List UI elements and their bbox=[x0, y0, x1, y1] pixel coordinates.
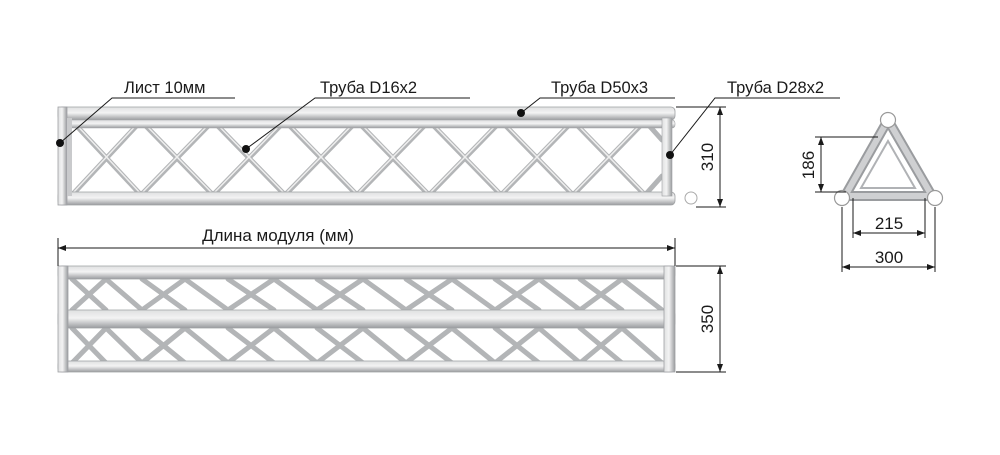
cross-section bbox=[833, 111, 944, 207]
dim-module-length: Длина модуля (мм) bbox=[202, 226, 354, 245]
label-tube-brace: Труба D16x2 bbox=[320, 79, 417, 97]
label-tube-main: Труба D50x3 bbox=[551, 79, 648, 97]
cross-section-inner bbox=[859, 138, 917, 189]
cross-section-face bbox=[842, 117, 935, 199]
dimension-lines bbox=[57, 106, 936, 373]
dot-tube-main bbox=[517, 109, 525, 117]
top-view-right-end-plate bbox=[663, 265, 676, 373]
dot-sheet bbox=[56, 139, 64, 147]
top-view-top-chord bbox=[57, 265, 676, 280]
side-view-left-end-post bbox=[67, 118, 72, 196]
leader-tube-brace bbox=[245, 97, 470, 150]
label-sheet: Лист 10мм bbox=[124, 79, 205, 97]
side-view-tube-end bbox=[684, 191, 698, 205]
side-view-top-chord bbox=[57, 106, 676, 121]
callout-leaders bbox=[59, 97, 840, 156]
cross-section-outer bbox=[840, 115, 937, 201]
side-view-left-end-plate bbox=[57, 106, 68, 206]
top-view-middle-chord bbox=[57, 309, 676, 329]
cross-section-right-tube bbox=[926, 189, 944, 207]
top-view-left-end-plate bbox=[57, 265, 69, 373]
dim-section-inner-width: 215 bbox=[875, 214, 903, 233]
leader-sheet bbox=[59, 97, 235, 144]
side-view-top-inner-chord bbox=[61, 119, 676, 129]
dim-section-outer-width: 300 bbox=[875, 248, 903, 267]
side-view-braces-highlight bbox=[71, 119, 646, 195]
label-tube-inner: Труба D28x2 bbox=[727, 79, 824, 97]
leader-tube-main bbox=[520, 97, 675, 114]
dim-section-height: 186 bbox=[799, 151, 818, 179]
dot-tube-inner bbox=[666, 151, 674, 159]
top-view-bottom-chord bbox=[57, 360, 676, 373]
callout-dots bbox=[56, 109, 674, 159]
top-view-braces-upper bbox=[69, 276, 665, 313]
side-view-bottom-chord bbox=[57, 191, 676, 206]
top-view-truss bbox=[57, 265, 676, 373]
side-view-truss bbox=[57, 106, 698, 206]
leader-tube-inner bbox=[669, 97, 840, 156]
dim-side-height: 310 bbox=[698, 143, 717, 171]
dim-top-height: 350 bbox=[698, 305, 717, 333]
cross-section-top-tube bbox=[879, 111, 897, 129]
dot-tube-brace bbox=[242, 145, 250, 153]
top-view-braces-lower bbox=[69, 325, 665, 366]
dimension-arrowheads bbox=[58, 107, 935, 372]
cross-section-left-tube bbox=[833, 189, 851, 207]
